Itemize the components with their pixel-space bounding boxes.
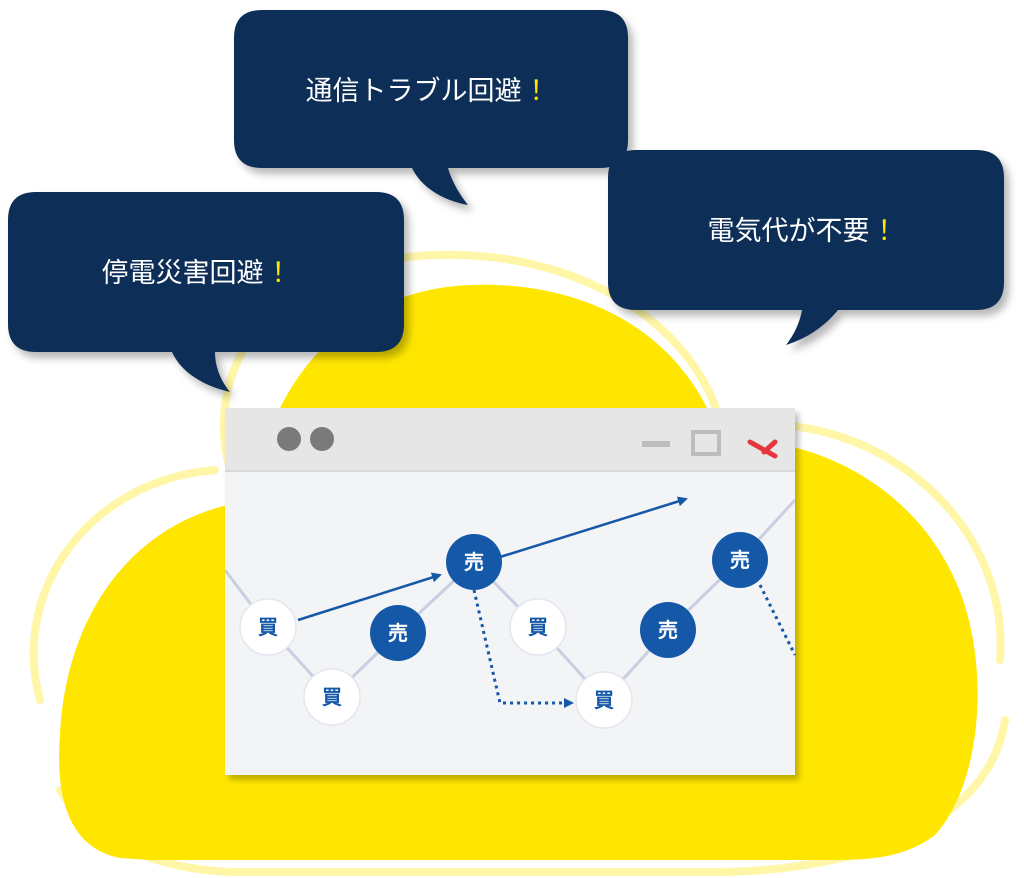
bubble-2-text: 停電災害回避: [102, 258, 264, 289]
bubble-1-text: 通信トラブル回避: [306, 76, 522, 107]
buy-node-label-5: 買: [528, 615, 548, 639]
minimize-icon[interactable]: [642, 441, 670, 447]
maximize-icon[interactable]: [691, 430, 721, 456]
bubble-3-text: 電気代が不要: [708, 216, 870, 247]
sell-node-label-3: 売: [388, 621, 408, 645]
svg-text:停電災害回避！: 停電災害回避 ！: [102, 258, 299, 289]
sell-node-label-8: 売: [730, 548, 750, 572]
svg-text:通信トラブル回避！: 通信トラブル回避 ！: [306, 76, 557, 107]
sell-node-8: [712, 532, 768, 588]
buy-node-label-2: 買: [322, 685, 342, 709]
bubble-1: [234, 10, 628, 205]
sell-node-label-4: 売: [464, 550, 484, 574]
buy-node-6: [575, 671, 633, 729]
bubble-2: [8, 192, 404, 392]
bubble-3-bang: ！: [878, 216, 905, 247]
buy-node-1: [239, 598, 297, 656]
bubble-2-bang: ！: [272, 258, 299, 289]
sell-node-4: [446, 534, 502, 590]
bubble-3: [608, 150, 1004, 345]
close-icon[interactable]: [747, 439, 778, 459]
buy-sell-arrows: [297, 496, 797, 708]
buy-node-label-1: 買: [258, 615, 278, 639]
bubble-1-bang: ！: [530, 76, 557, 107]
buy-node-label-6: 買: [594, 688, 614, 712]
zigzag-line: [225, 498, 795, 703]
svg-text:電気代が不要！: 電気代が不要 ！: [708, 216, 905, 247]
buy-node-2: [303, 668, 361, 726]
buy-node-5: [509, 598, 567, 656]
window-dot-1: [277, 427, 301, 451]
sell-node-7: [640, 602, 696, 658]
sell-node-3: [370, 605, 426, 661]
sell-node-label-7: 売: [658, 618, 678, 642]
window-dot-2: [310, 427, 334, 451]
